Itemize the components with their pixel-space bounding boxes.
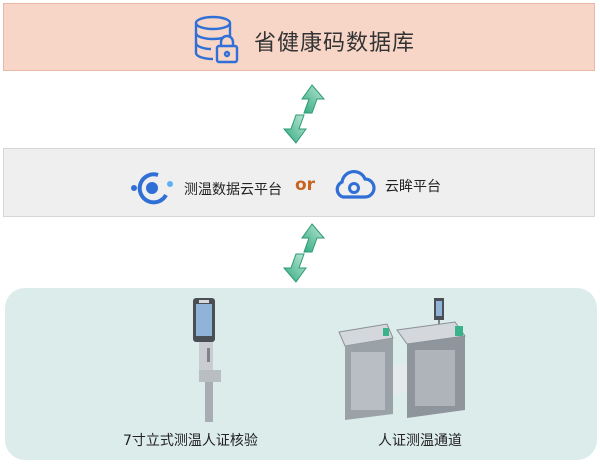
platform-left-label: 测温数据云平台 (184, 182, 282, 198)
device-panel: 7寸立式测温人证核验 人证测温通道 (5, 288, 597, 460)
bidirectional-arrow-icon (282, 84, 326, 144)
turnstile-gate-icon (338, 298, 466, 420)
standing-terminal-icon (193, 298, 221, 422)
database-label: 省健康码数据库 (254, 31, 416, 56)
device-2-label: 人证测温通道 (378, 433, 462, 449)
bidirectional-arrow-icon (282, 223, 326, 283)
database-lock-icon (194, 15, 239, 64)
cloud-logo-ring-icon (131, 172, 173, 205)
or-separator: or (295, 175, 316, 195)
device-1-label: 7寸立式测温人证核验 (123, 433, 258, 449)
database-box: 省健康码数据库 (3, 3, 595, 71)
platform-box: 测温数据云平台 or 云眸平台 (3, 148, 595, 217)
platform-right-label: 云眸平台 (385, 179, 441, 195)
cloud-icon (335, 169, 376, 199)
